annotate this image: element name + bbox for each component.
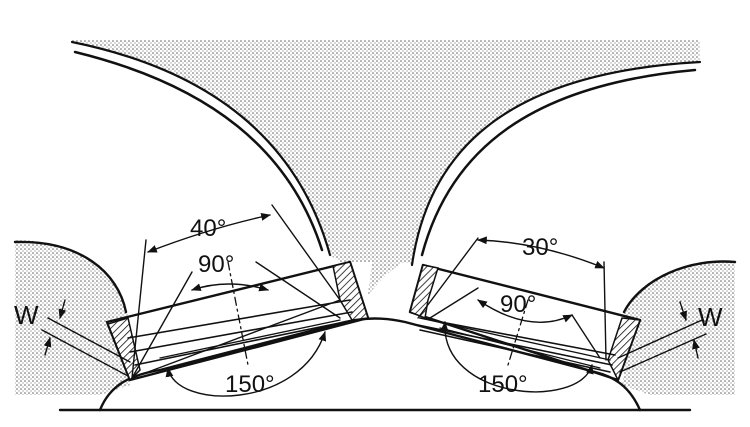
left-angle-construction — [131, 204, 341, 397]
label-left-angle-bottom: 150° — [225, 371, 275, 398]
right-seat-hatch — [409, 264, 439, 320]
cylinder-head-casting — [70, 40, 702, 295]
label-left-angle-top: 40° — [190, 215, 226, 242]
right-angle-construction — [417, 236, 611, 393]
valve-head — [98, 317, 642, 412]
left-seat-insert — [105, 260, 370, 382]
label-right-angle-top: 30° — [522, 234, 558, 261]
left-chamber-wall — [72, 40, 700, 295]
left-port-wall-edge — [13, 240, 128, 314]
left-width-indicator — [41, 299, 131, 377]
right-width-indicator — [617, 301, 707, 373]
right-port-wall-edge — [622, 260, 737, 314]
right-port-curve — [420, 68, 697, 257]
left-seat-hatch-lower — [107, 317, 141, 382]
right-seat-hatch-lower — [607, 317, 642, 382]
chamber-edge — [70, 40, 702, 267]
right-port-wall — [622, 261, 735, 395]
left-port-curve — [73, 50, 324, 252]
label-right-angle-mid: 90° — [500, 291, 536, 318]
label-right-angle-bottom: 150° — [478, 371, 528, 398]
label-right-width: W — [698, 302, 723, 332]
left-seat-hatch — [332, 261, 369, 321]
left-port-wall — [15, 240, 130, 395]
label-left-width: W — [14, 300, 39, 330]
label-left-angle-mid: 90° — [198, 251, 234, 278]
